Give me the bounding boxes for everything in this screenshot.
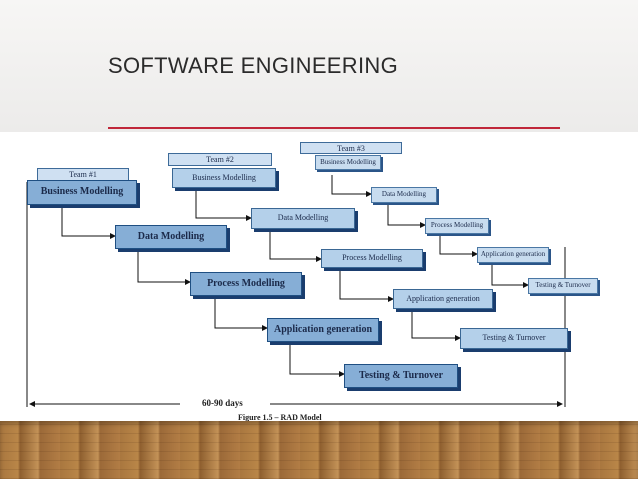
team1-testing-turnover: Testing & Turnover xyxy=(344,364,458,388)
team2-application-generation: Application generation xyxy=(393,289,493,309)
team2-process-modelling: Process Modelling xyxy=(321,249,423,268)
arrow-t2-2 xyxy=(269,230,322,262)
duration-label: 60-90 days xyxy=(202,398,243,408)
team1-process-modelling: Process Modelling xyxy=(190,272,302,296)
arrow-t1-3 xyxy=(214,296,268,331)
team3-data-modelling: Data Modelling xyxy=(371,187,437,203)
team2-testing-turnover: Testing & Turnover xyxy=(460,328,568,349)
team3-application-generation: Application generation xyxy=(477,247,549,263)
title-underline xyxy=(108,127,560,129)
team1-application-generation: Application generation xyxy=(267,318,379,342)
slide-header-area xyxy=(0,0,638,132)
team1-data-modelling: Data Modelling xyxy=(115,225,227,249)
arrow-t2-4 xyxy=(411,310,461,341)
wood-floor-decoration xyxy=(0,421,638,479)
rad-model-diagram: Team #1 Team #2 Team #3 Business Modelli… xyxy=(0,132,638,422)
arrow-t1-2 xyxy=(137,249,191,285)
team3-business-modelling: Business Modelling xyxy=(315,155,381,170)
figure-caption: Figure 1.5 – RAD Model xyxy=(238,413,322,422)
arrow-t3-2 xyxy=(387,204,426,228)
team-3-label: Team #3 xyxy=(300,142,402,154)
team2-data-modelling: Data Modelling xyxy=(251,208,355,229)
arrow-t3-3 xyxy=(439,234,478,257)
arrow-t3-4 xyxy=(491,263,529,288)
slide-title: SOFTWARE ENGINEERING xyxy=(108,53,398,78)
arrow-t3-1 xyxy=(331,175,372,197)
arrow-t1-1 xyxy=(61,204,116,239)
team2-business-modelling: Business Modelling xyxy=(172,168,276,188)
team3-testing-turnover: Testing & Turnover xyxy=(528,278,598,294)
arrow-t2-3 xyxy=(339,268,394,302)
arrow-t1-4 xyxy=(289,342,345,377)
team3-process-modelling: Process Modelling xyxy=(425,218,489,234)
connector-lines xyxy=(26,175,566,407)
arrow-t2-1 xyxy=(195,188,252,221)
team-2-label: Team #2 xyxy=(168,153,272,166)
team1-business-modelling: Business Modelling xyxy=(27,180,137,205)
